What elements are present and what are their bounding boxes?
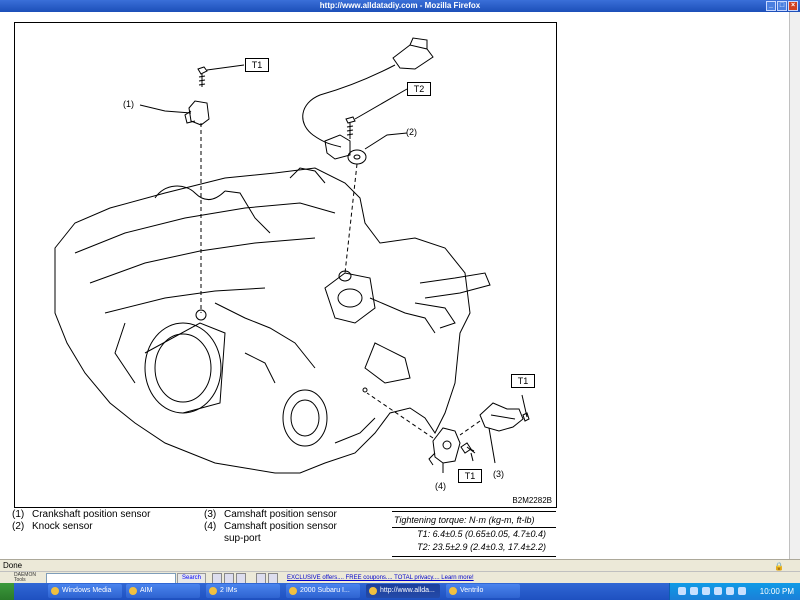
start-button[interactable] [0, 583, 14, 600]
promo-link[interactable]: EXCLUSIVE offers.... FREE coupons.... TO… [287, 575, 474, 581]
taskbar-label: 2000 Subaru I... [300, 587, 350, 594]
engine-diagram [54, 37, 530, 474]
torque-box-t1-top: T1 [245, 58, 269, 72]
window-title-bar[interactable]: http://www.alldatadiy.com - Mozilla Fire… [0, 0, 800, 12]
taskbar-label: AIM [140, 587, 153, 594]
vertical-scrollbar[interactable] [789, 12, 800, 559]
taskbar-label: Windows Media [62, 587, 112, 594]
torque-t2: T2: 23.5±2.9 (2.4±0.3, 17.4±2.2) [417, 542, 546, 552]
torque-box-t1-bottom: T1 [458, 469, 482, 483]
taskbar-item[interactable]: 2000 Subaru I... [286, 584, 360, 598]
tray-icon[interactable] [726, 587, 734, 595]
taskbar-item[interactable]: AIM [126, 584, 200, 598]
maximize-button[interactable]: □ [777, 1, 787, 11]
firefox-icon [289, 587, 297, 595]
firefox-icon [369, 587, 377, 595]
taskbar-item[interactable]: 2 IMs [206, 584, 280, 598]
engine-diagram-frame: (1) (2) (3) (4) T1 T2 T1 T1 B2M2282B [14, 22, 557, 508]
windows-taskbar: Windows Media AIM 2 IMs 2000 Subaru I...… [0, 583, 800, 600]
legend-text: Camshaft position sensor sup-port [224, 521, 337, 544]
figure-code: B2M2282B [512, 496, 552, 505]
legend-num: (4) [204, 521, 217, 532]
lock-icon: 🔒 [774, 562, 784, 571]
window-title: http://www.alldatadiy.com - Mozilla Fire… [319, 1, 481, 10]
torque-header: Tightening torque: N·m (kg-m, ft-lb) [392, 514, 556, 528]
taskbar-item[interactable]: Ventrilo [446, 584, 520, 598]
taskbar-label: 2 IMs [220, 587, 238, 594]
windows-media-icon [51, 587, 59, 595]
close-button[interactable]: × [788, 1, 798, 11]
legend-num: (1) [12, 509, 25, 520]
clock[interactable]: 10:00 PM [759, 587, 794, 596]
tray-icon[interactable] [690, 587, 698, 595]
callout-4: (4) [435, 481, 446, 491]
minimize-button[interactable]: _ [766, 1, 776, 11]
page-content: (1) (2) (3) (4) T1 T2 T1 T1 B2M2282B (1)… [0, 12, 800, 559]
tightening-torque-table: Tightening torque: N·m (kg-m, ft-lb) T1:… [392, 511, 556, 557]
torque-box-t2: T2 [407, 82, 431, 96]
tray-icon[interactable] [702, 587, 710, 595]
system-tray: 10:00 PM [669, 583, 800, 600]
ventrilo-icon [449, 587, 457, 595]
im-icon [209, 587, 217, 595]
status-text: Done [3, 561, 23, 570]
callout-1: (1) [123, 99, 134, 109]
taskbar-label: Ventrilo [460, 587, 484, 594]
tray-icon[interactable] [714, 587, 722, 595]
aim-icon [129, 587, 137, 595]
legend-num: (2) [12, 521, 25, 532]
legend-num: (3) [204, 509, 217, 520]
taskbar-item[interactable]: Windows Media [48, 584, 122, 598]
legend-text: Camshaft position sensor [224, 509, 337, 520]
toolbar-logo[interactable]: DAEMON Tools [14, 572, 36, 583]
tray-icon[interactable] [738, 587, 746, 595]
torque-t1: T1: 6.4±0.5 (0.65±0.05, 4.7±0.4) [417, 529, 546, 539]
callout-2: (2) [406, 127, 417, 137]
tray-icon[interactable] [678, 587, 686, 595]
legend-text: Crankshaft position sensor [32, 509, 151, 520]
legend-text: Knock sensor [32, 521, 93, 532]
callout-3: (3) [493, 469, 504, 479]
status-bar: Done 🔒 [0, 559, 800, 572]
browser-toolbar: DAEMON Tools Search EXCLUSIVE offers....… [0, 571, 800, 585]
taskbar-item[interactable]: http://www.allda... [366, 584, 440, 598]
torque-box-t1-right: T1 [511, 374, 535, 388]
taskbar-label: http://www.allda... [380, 587, 435, 594]
